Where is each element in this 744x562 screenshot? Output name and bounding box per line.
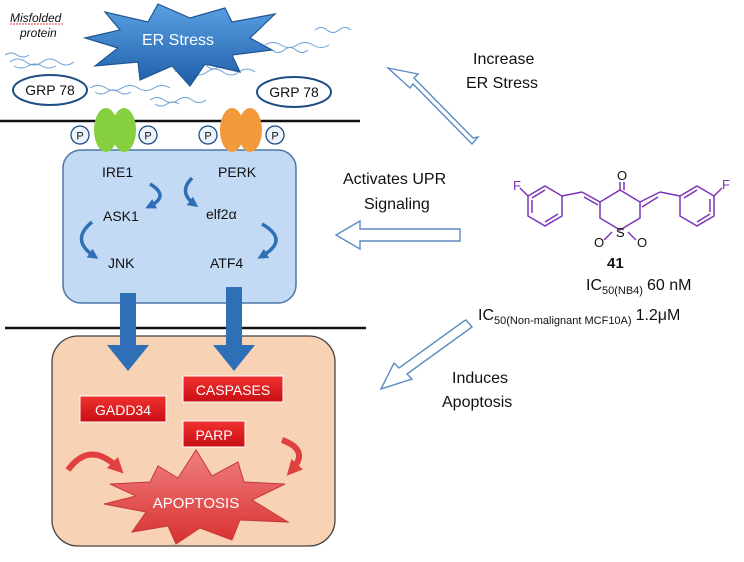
induces-apoptosis-line2: Apoptosis — [442, 394, 512, 411]
er-stress-burst — [82, 3, 277, 87]
cytoplasm-curved-arrows — [79, 176, 278, 259]
apoptosis-label: APOPTOSIS — [153, 495, 239, 512]
svg-text:P: P — [271, 131, 278, 143]
ic50-nb4-value: 60 nM — [647, 277, 691, 294]
ask1-label: ASK1 — [103, 208, 139, 224]
increase-stress-line1: Increase — [473, 51, 534, 68]
svg-text:P: P — [144, 131, 151, 143]
parp-box — [182, 420, 246, 448]
increase-stress-line2: ER Stress — [466, 75, 538, 92]
grp78-right-label: GRP 78 — [269, 84, 319, 100]
ire1-receptor — [94, 108, 136, 152]
er-stress-label: ER Stress — [142, 32, 214, 49]
perk-label: PERK — [218, 164, 257, 180]
phospho-perk-left: P — [198, 125, 218, 145]
grp78-left-label: GRP 78 — [25, 82, 75, 98]
arrow-elf2a-to-atf4 — [257, 222, 278, 259]
gadd34-box — [79, 395, 167, 423]
hollow-arrow-induces-apoptosis — [379, 319, 474, 391]
gadd34-label: GADD34 — [95, 402, 151, 418]
perk-receptor — [220, 108, 262, 152]
atom-s-sulfone: S — [616, 225, 625, 240]
ic50-mcf10a-sub: 50(Non-malignant MCF10A) — [494, 315, 632, 327]
phospho-ire1-right: P — [138, 125, 158, 145]
atf4-label: ATF4 — [210, 255, 243, 271]
caspases-label: CASPASES — [196, 382, 270, 398]
atom-o-sulfone-left: O — [594, 235, 604, 250]
elf2a-label: elf2α — [206, 206, 237, 222]
down-arrow-jnk — [107, 293, 149, 371]
activates-upr-line2: Signaling — [364, 196, 430, 213]
phospho-perk-right: P — [265, 125, 285, 145]
svg-text:P: P — [76, 131, 83, 143]
atom-o-sulfone-right: O — [637, 235, 647, 250]
misfolded-label-line2: protein — [19, 26, 57, 40]
arrow-ire1-to-ask1 — [145, 182, 162, 209]
hollow-arrow-activates-upr — [334, 219, 461, 251]
atom-f-right: F — [722, 177, 730, 192]
compound-number: 41 — [607, 255, 624, 272]
curved-arrow-left — [65, 451, 124, 474]
nucleus-curved-arrows — [65, 437, 304, 476]
parp-label: PARP — [195, 427, 232, 443]
ic50-mcf10a-prefix: IC — [478, 307, 494, 324]
down-arrow-atf4 — [213, 287, 255, 371]
cytoplasm-box — [62, 149, 297, 304]
hollow-arrows — [334, 66, 480, 391]
apoptosis-burst — [103, 449, 290, 545]
grp78-left-oval — [12, 74, 88, 106]
grp78-right-oval — [256, 76, 332, 108]
ic50-mcf10a-line: IC50(Non-malignant MCF10A) 1.2μM — [478, 307, 680, 327]
induces-apoptosis-line1: Induces — [452, 370, 508, 387]
svg-text:P: P — [204, 131, 211, 143]
activates-upr-line1: Activates UPR — [343, 171, 446, 188]
ic50-nb4-sub: 50(NB4) — [602, 285, 643, 297]
ic50-mcf10a-value: 1.2μM — [636, 307, 681, 324]
arrow-ask1-to-jnk — [79, 220, 99, 259]
atom-o-ketone: O — [617, 168, 627, 183]
compound-41-structure — [519, 182, 723, 241]
down-arrows — [107, 287, 255, 371]
ire1-label: IRE1 — [102, 164, 133, 180]
caspases-box — [182, 375, 284, 403]
ic50-nb4-line: IC50(NB4) 60 nM — [586, 277, 691, 297]
jnk-label: JNK — [108, 255, 135, 271]
arrow-perk-to-elf2a — [183, 176, 199, 208]
atom-f-left: F — [513, 178, 521, 193]
misfolded-label-line1: Misfolded — [10, 11, 62, 25]
phospho-ire1-left: P — [70, 125, 90, 145]
ic50-nb4-prefix: IC — [586, 277, 602, 294]
curved-arrow-right — [280, 437, 304, 476]
hollow-arrow-increase-stress — [385, 66, 480, 146]
